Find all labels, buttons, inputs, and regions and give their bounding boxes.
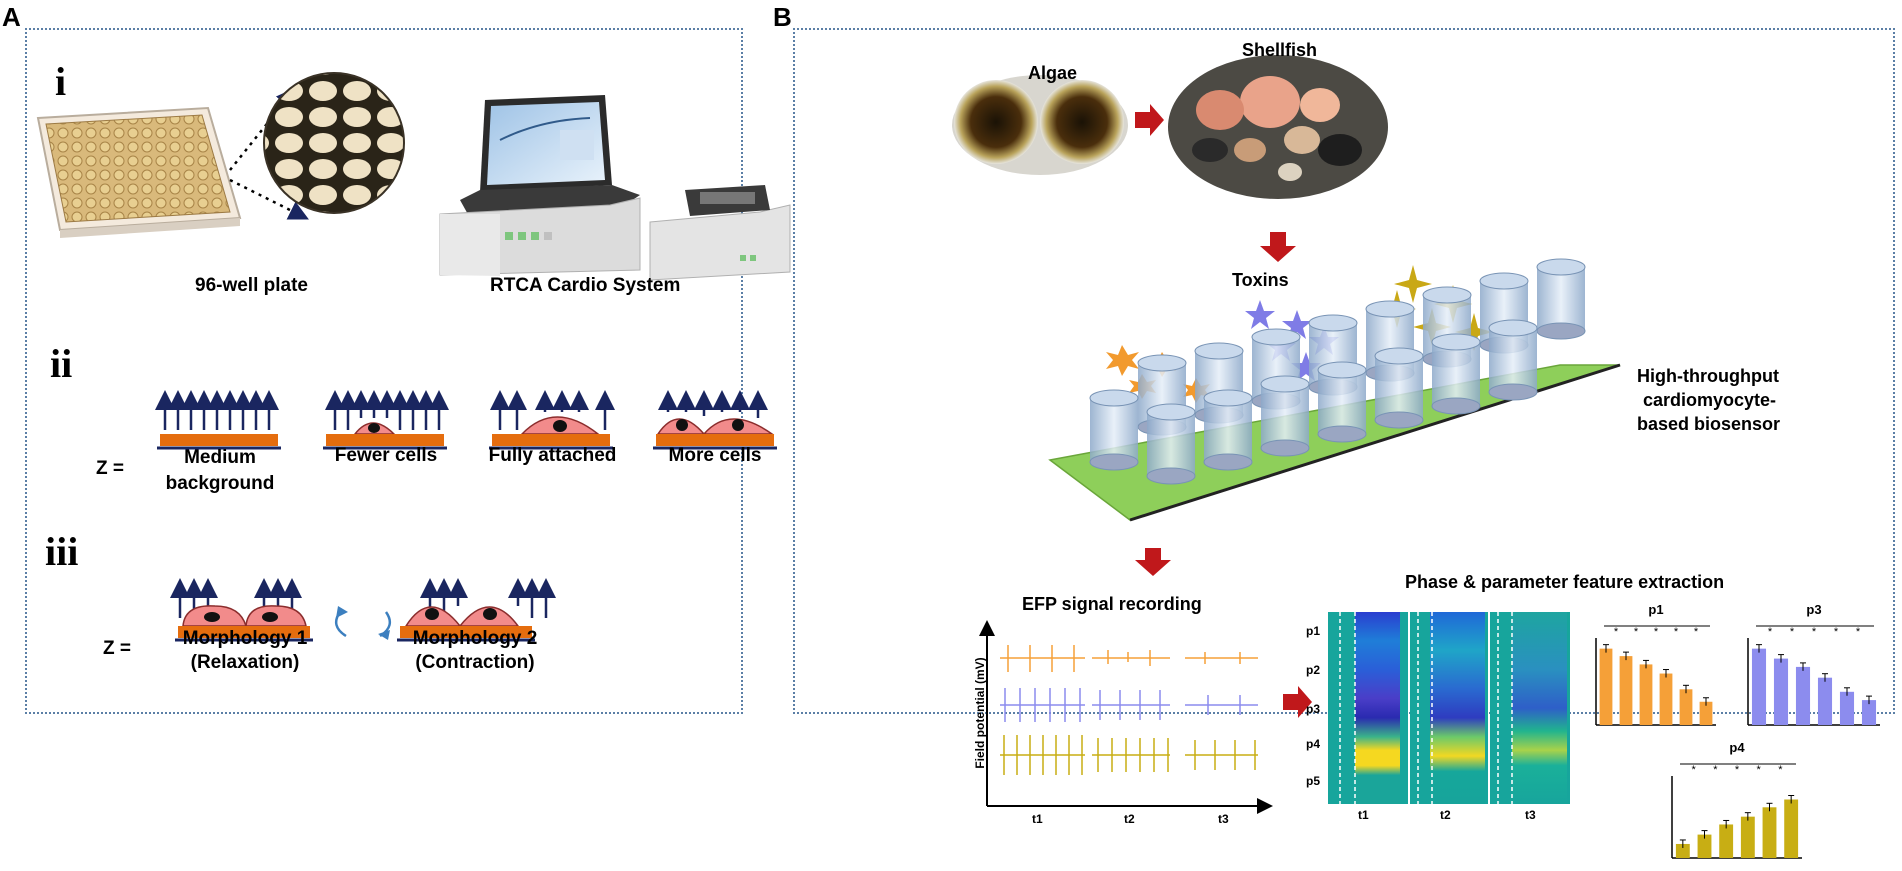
algae-illustration <box>952 75 1128 175</box>
heatmap-col-t1: t1 <box>1358 808 1369 822</box>
bar-p3-2 <box>1773 658 1789 725</box>
significance-star: * <box>1634 626 1639 638</box>
shellfish-label: Shellfish <box>1242 40 1318 60</box>
shellfish-illustration <box>1168 55 1388 199</box>
section-ii-numeral: ii <box>50 341 73 386</box>
efp-traces <box>1000 645 1258 775</box>
bar-p4-2 <box>1697 834 1712 858</box>
arrows-more-cells <box>658 390 768 418</box>
red-arrow-algae-to-shellfish <box>1135 104 1164 136</box>
morphology-1-sublabel: (Relaxation) <box>190 652 300 673</box>
heatmap-row-p1: p1 <box>1306 624 1321 638</box>
arrows-fully-attached <box>490 390 615 430</box>
bar-p1-2 <box>1619 656 1633 725</box>
cycle-arrows-icon <box>334 606 392 640</box>
morphology-2-sublabel: (Contraction) <box>415 652 535 673</box>
bar-p4-3 <box>1719 824 1734 858</box>
significance-star: * <box>1856 626 1861 638</box>
bar-p1-1 <box>1599 648 1613 725</box>
efp-tick-t2: t2 <box>1124 812 1135 826</box>
bar-p1-3 <box>1639 664 1653 725</box>
significance-star: * <box>1790 626 1795 638</box>
bar-p1-4 <box>1659 673 1673 725</box>
bar-p4-5 <box>1762 807 1777 858</box>
z-prefix-iii: Z = <box>103 638 131 659</box>
significance-star: * <box>1812 626 1817 638</box>
zoomed-well-illustration <box>264 73 404 213</box>
panel-b-letter: B <box>773 2 792 32</box>
arrows-fewer-cells <box>325 390 449 430</box>
state-fewer-cells: Fewer cells <box>334 445 438 466</box>
significance-star: * <box>1614 626 1619 638</box>
chart-title-p3: p3 <box>1806 602 1821 617</box>
morphology-1-label: Morphology 1 <box>182 628 308 649</box>
chart-title-p4: p4 <box>1729 740 1745 755</box>
bar-p3-1 <box>1751 648 1767 725</box>
morphology-2-label: Morphology 2 <box>412 628 538 649</box>
heatmap-row-p5: p5 <box>1306 774 1321 788</box>
red-arrow-recording-to-heatmap <box>1283 686 1312 718</box>
significance-star: * <box>1674 626 1679 638</box>
state-fully-attached: Fully attached <box>488 445 617 466</box>
system-label: RTCA Cardio System <box>490 275 681 296</box>
bar-p3-6 <box>1861 700 1877 725</box>
rtca-cardio-system-illustration <box>439 95 791 281</box>
heatmap-blocks <box>1328 612 1570 804</box>
bar-p4-1 <box>1675 843 1690 858</box>
heatmap-row-p3: p3 <box>1306 702 1321 716</box>
bar-p1-5 <box>1679 689 1693 725</box>
heatmap-col-t3: t3 <box>1525 808 1536 822</box>
significance-star: * <box>1692 764 1697 776</box>
panel-a-letter: A <box>2 2 21 32</box>
toxins-label: Toxins <box>1232 270 1289 290</box>
significance-star: * <box>1654 626 1659 638</box>
bar-p1-6 <box>1699 701 1713 725</box>
biosensor-label-2: cardiomyocyte- <box>1643 390 1777 410</box>
significance-star: * <box>1694 626 1699 638</box>
biosensor-wells <box>1089 258 1586 485</box>
significance-star: * <box>1834 626 1839 638</box>
significance-star: * <box>1757 764 1762 776</box>
significance-star: * <box>1735 764 1740 776</box>
significance-star: * <box>1768 626 1773 638</box>
z-prefix-ii: Z = <box>96 458 124 479</box>
bar-p3-4 <box>1817 677 1833 725</box>
bar-p4-6 <box>1784 799 1799 858</box>
bar-p4-4 <box>1740 816 1755 858</box>
significance-star: * <box>1778 764 1783 776</box>
bar-p3-5 <box>1839 691 1855 725</box>
efp-tick-t3: t3 <box>1218 812 1229 826</box>
red-arrow-shellfish-to-toxins <box>1260 232 1296 262</box>
section-iii-numeral: iii <box>45 529 79 574</box>
efp-axes <box>979 620 1273 814</box>
efp-title: EFP signal recording <box>1022 594 1202 614</box>
heatmap-col-t2: t2 <box>1440 808 1451 822</box>
state-medium-background: Medium background <box>165 447 275 494</box>
state-more-cells: More cells <box>668 445 762 466</box>
biosensor-label-3: based biosensor <box>1637 414 1781 434</box>
significance-star: * <box>1713 764 1718 776</box>
heatmap-row-p4: p4 <box>1306 737 1321 751</box>
feature-title: Phase & parameter feature extraction <box>1405 572 1725 592</box>
biosensor-label-1: High-throughput <box>1637 366 1779 386</box>
chart-title-p1: p1 <box>1648 602 1663 617</box>
section-i-numeral: i <box>55 59 67 104</box>
bar-p3-3 <box>1795 666 1811 725</box>
arrows-medium-background <box>155 390 279 430</box>
algae-label: Algae <box>1028 63 1078 83</box>
red-arrow-biosensor-to-recording <box>1135 548 1171 576</box>
96-well-plate-illustration <box>36 106 242 238</box>
heatmap-row-p2: p2 <box>1306 663 1321 677</box>
plate-label: 96-well plate <box>195 275 308 296</box>
efp-tick-t1: t1 <box>1032 812 1043 826</box>
panel-a-frame <box>25 28 743 714</box>
